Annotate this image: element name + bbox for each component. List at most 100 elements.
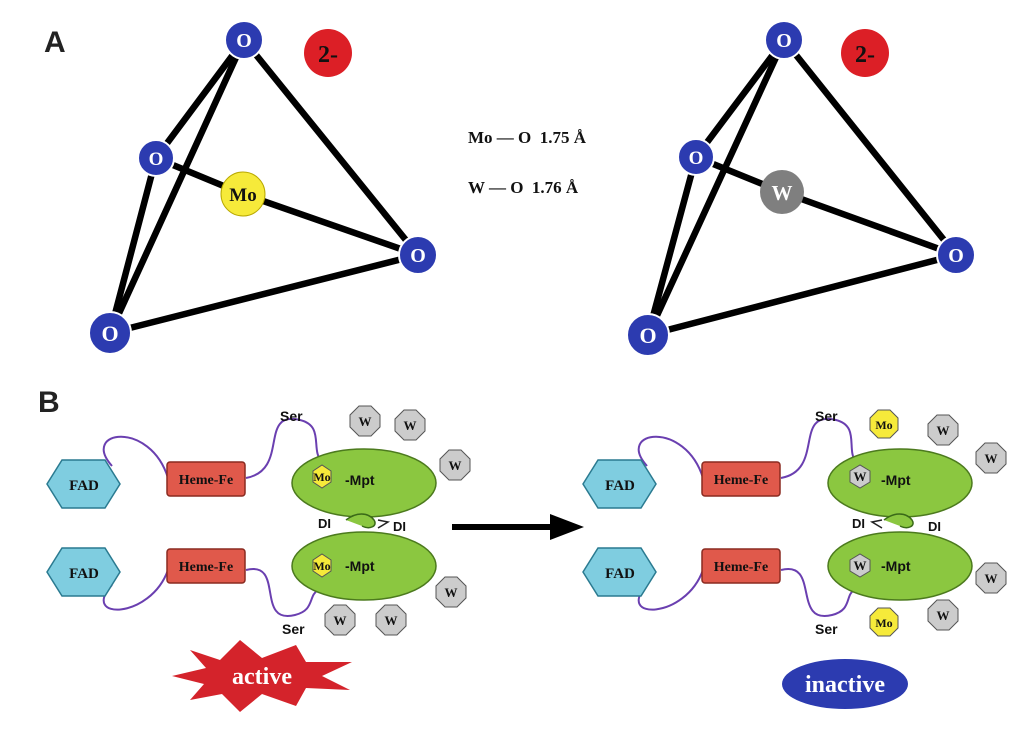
heme-fe-box: Heme-Fe xyxy=(166,548,246,584)
oxygen-label: O xyxy=(639,323,656,348)
w-label: W xyxy=(385,613,398,628)
bond xyxy=(152,36,248,162)
heme-fe-box: Heme-Fe xyxy=(701,461,781,497)
oxygen-label: O xyxy=(410,245,426,267)
mo-label: Mo xyxy=(875,418,892,432)
ser-label: Ser xyxy=(815,408,838,424)
fad-hexagon: FAD xyxy=(46,459,121,509)
oxygen-label: O xyxy=(776,30,792,52)
linker xyxy=(780,417,857,479)
di-label: DI xyxy=(852,516,865,531)
w-octagon: W xyxy=(975,562,1007,594)
oxygen-label: O xyxy=(149,149,164,170)
w-octagon: W xyxy=(324,604,356,636)
heme-fe-box: Heme-Fe xyxy=(701,548,781,584)
w-octagon: W xyxy=(435,576,467,608)
bond xyxy=(106,36,248,337)
w-octagon: W xyxy=(375,604,407,636)
w-octagon: W xyxy=(975,442,1007,474)
oxygen-atom: O xyxy=(936,235,976,275)
mo-octagon xyxy=(312,553,332,578)
transition-arrow xyxy=(452,514,584,540)
charge-badge: 2- xyxy=(841,29,889,77)
mo-octagon: Mo xyxy=(869,607,899,637)
bond xyxy=(106,251,422,337)
ser-label: Ser xyxy=(815,621,838,637)
charge-label: 2- xyxy=(318,42,338,68)
w-octagon xyxy=(849,464,871,489)
bond xyxy=(239,190,422,259)
linker xyxy=(637,435,704,479)
oxygen-atom: O xyxy=(88,311,132,355)
bond xyxy=(106,154,160,337)
arrow-icon xyxy=(869,519,883,529)
mpt-label: -Mpt xyxy=(345,558,375,574)
oxygen-label: O xyxy=(101,321,118,346)
heme-label: Heme-Fe xyxy=(179,560,233,575)
w-octagon xyxy=(849,553,871,578)
oxygen-atom: O xyxy=(626,313,670,357)
mpt-domain: Mo -Mpt xyxy=(291,448,437,518)
fad-hexagon: FAD xyxy=(46,547,121,597)
di-label: DI xyxy=(928,519,941,534)
w-octagon: W xyxy=(349,405,381,437)
mpt-domain: Mo -Mpt xyxy=(291,531,437,601)
ser-label: Ser xyxy=(282,621,305,637)
inactive-badge: inactive xyxy=(782,659,908,709)
bond xyxy=(692,36,788,161)
arrow-icon xyxy=(377,519,391,529)
w-label: W xyxy=(854,469,867,484)
oxygen-atom: O xyxy=(677,138,715,176)
linker xyxy=(245,567,319,618)
heme-fe-box: Heme-Fe xyxy=(166,461,246,497)
w-label: W xyxy=(937,608,950,623)
tungstate-tetrahedron: O O O O W xyxy=(626,20,976,357)
heme-label: Heme-Fe xyxy=(714,560,768,575)
panel-b-letter: B xyxy=(38,386,60,419)
bond xyxy=(780,36,960,259)
mo-label: Mo xyxy=(313,559,330,573)
w-octagon: W xyxy=(927,414,959,446)
mo-octagon: Mo xyxy=(869,409,899,439)
w-label: W xyxy=(449,458,462,473)
active-dimer: FAD FAD Heme-Fe Heme-Fe Mo -Mpt Mo -Mpt xyxy=(46,405,471,712)
w-label: W xyxy=(445,585,458,600)
fad-label: FAD xyxy=(605,478,635,494)
w-o-bond-length: W — O 1.76 Å xyxy=(468,178,579,197)
w-octagon: W xyxy=(439,449,471,481)
di-label: DI xyxy=(318,516,331,531)
w-label: W xyxy=(772,181,793,205)
oxygen-atom: O xyxy=(398,235,438,275)
oxygen-atom: O xyxy=(764,20,804,60)
inactive-label: inactive xyxy=(805,672,885,698)
mo-atom: Mo xyxy=(220,171,266,217)
charge-label: 2- xyxy=(855,42,875,68)
w-label: W xyxy=(854,558,867,573)
heme-label: Heme-Fe xyxy=(179,473,233,488)
w-label: W xyxy=(985,451,998,466)
charge-badge: 2- xyxy=(304,29,352,77)
mpt-label: -Mpt xyxy=(345,472,375,488)
bond xyxy=(240,36,422,259)
oxygen-atom: O xyxy=(224,20,264,60)
mo-label: Mo xyxy=(313,470,330,484)
linker xyxy=(102,435,169,479)
heme-label: Heme-Fe xyxy=(714,473,768,488)
bond xyxy=(644,36,788,339)
mpt-label: -Mpt xyxy=(881,558,911,574)
oxygen-atom: O xyxy=(137,139,175,177)
oxygen-label: O xyxy=(689,148,704,169)
oxygen-label: O xyxy=(236,30,252,52)
w-label: W xyxy=(334,613,347,628)
bond xyxy=(644,153,700,339)
panel-a-letter: A xyxy=(44,26,66,59)
w-label: W xyxy=(937,423,950,438)
fad-label: FAD xyxy=(69,478,99,494)
w-label: W xyxy=(404,418,417,433)
w-octagon: W xyxy=(927,599,959,631)
mo-octagon xyxy=(312,464,332,489)
mpt-domain: W -Mpt xyxy=(827,448,973,518)
ser-label: Ser xyxy=(280,408,303,424)
di-interface-icon xyxy=(345,513,376,529)
